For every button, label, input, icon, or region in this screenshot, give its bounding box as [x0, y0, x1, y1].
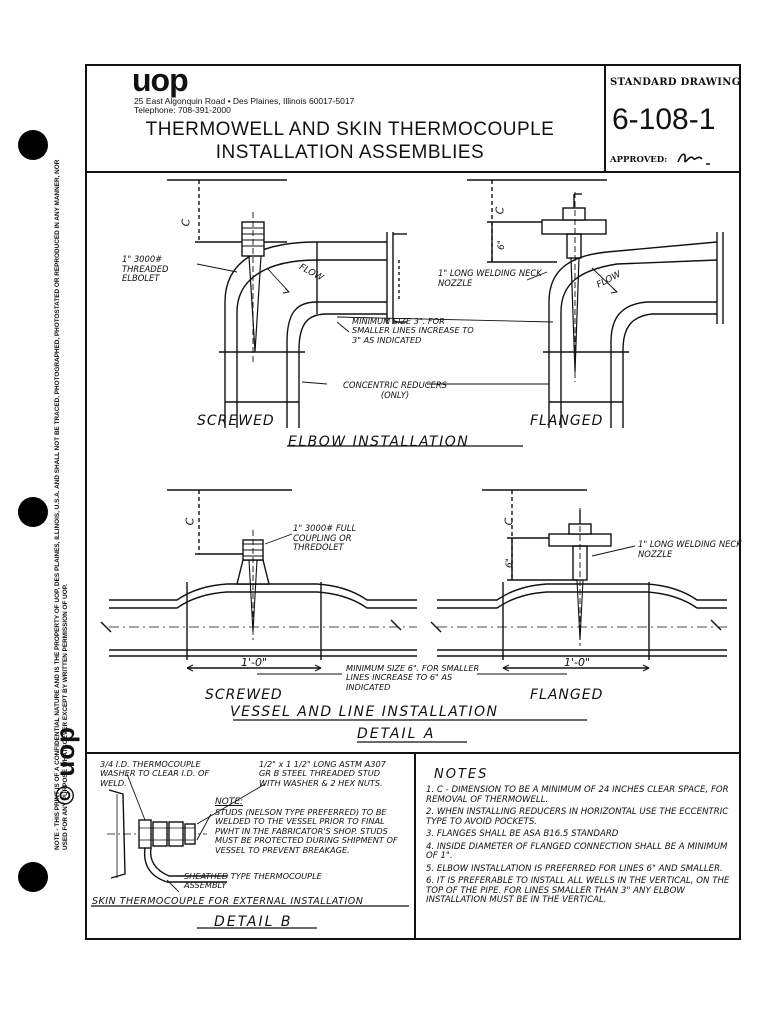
company-telephone: Telephone: 708-391-2000: [134, 105, 231, 115]
vessel-dim-c-left: C: [183, 517, 197, 526]
vessel-section-title: VESSEL AND LINE INSTALLATION: [230, 704, 499, 720]
title-block: [85, 64, 741, 173]
drawing-title-line2: INSTALLATION ASSEMBLIES: [215, 142, 485, 163]
detail-divider-vertical: [414, 752, 416, 940]
note-item: 2. WHEN INSTALLING REDUCERS IN HORIZONTA…: [426, 807, 729, 827]
vessel-label-flanged: FLANGED: [530, 687, 604, 703]
flanged-elbow: [467, 179, 724, 428]
detail-b-note-text: STUDS (NELSON TYPE PREFERRED) TO BE WELD…: [215, 807, 398, 855]
elbow-section-title: ELBOW INSTALLATION: [288, 434, 470, 450]
note-item: 3. FLANGES SHALL BE ASA B16.5 STANDARD: [426, 829, 619, 839]
elbow-label-minimum: MINIMUM SIZE 3". FOR SMALLER LINES INCRE…: [352, 316, 474, 345]
vessel-label-coupling: 1" 3000# FULL COUPLING OR THREDOLET: [293, 523, 357, 553]
drawing-frame: [85, 64, 741, 940]
vessel-label-screwed: SCREWED: [205, 687, 283, 703]
vessel-dim-6-right: 6": [504, 558, 515, 568]
vessel-dim-c-right: C: [502, 517, 516, 526]
flanged-vessel: [430, 489, 727, 672]
side-logo: © uop: [50, 725, 80, 805]
notes-heading: NOTES: [434, 767, 489, 782]
vessel-dim-left: 1'-0": [241, 656, 268, 669]
vessel-label-minimum: MINIMUM SIZE 6". FOR SMALLER LINES INCRE…: [346, 663, 480, 692]
notes-list: 1. C - DIMENSION TO BE A MINIMUM OF 24 I…: [426, 785, 732, 906]
detail-b-label-washer: 3/4 I.D. THERMOCOUPLE WASHER TO CLEAR I.…: [100, 759, 210, 788]
standard-drawing-label: STANDARD DRAWING: [610, 77, 741, 88]
elbow-label-screwed: SCREWED: [197, 413, 275, 429]
note-item: 5. ELBOW INSTALLATION IS PREFERRED FOR L…: [426, 863, 723, 874]
elbow-installation-drawing: [167, 179, 724, 447]
vessel-installation-drawing: [100, 489, 727, 743]
binder-hole-top: [18, 130, 48, 160]
detail-b-drawing: [91, 773, 409, 929]
vessel-label-welding-neck: 1" LONG WELDING NECK NOZZLE: [638, 539, 742, 559]
detail-a-title: DETAIL A: [357, 726, 436, 742]
elbow-dim-c-left: C: [179, 218, 193, 227]
elbow-label-welding-neck: 1" LONG WELDING NECK NOZZLE: [438, 268, 542, 288]
binder-hole-middle: [18, 497, 48, 527]
elbow-label-elbolet: 1" 3000# THREADED ELBOLET: [122, 254, 169, 284]
detail-b-label-stud: 1/2" x 1 1/2" LONG ASTM A307 GR B STEEL …: [259, 759, 386, 788]
screwed-vessel: [100, 489, 417, 672]
elbow-label-reducers: CONCENTRIC REDUCERS (ONLY): [343, 380, 447, 400]
approval-signature: [677, 153, 710, 165]
approved-label: APPROVED:: [610, 155, 668, 165]
elbow-label-flanged: FLANGED: [530, 413, 604, 429]
note-item: 1. C - DIMENSION TO BE A MINIMUM OF 24 I…: [426, 785, 729, 805]
detail-b-label-sheathed: SHEATHED TYPE THERMOCOUPLE ASSEMBLY: [184, 871, 322, 891]
detail-divider-horizontal: [85, 752, 741, 754]
detail-b-note-head: NOTE:: [215, 797, 244, 807]
screwed-elbow: [167, 179, 407, 428]
note-item: 4. INSIDE DIAMETER OF FLANGED CONNECTION…: [426, 841, 728, 861]
elbow-dim-6-right: 6": [496, 240, 507, 250]
title-block-divider: [604, 64, 606, 171]
note-item: 6. IT IS PREFERABLE TO INSTALL ALL WELLS…: [426, 876, 730, 905]
company-logo: uop: [132, 62, 189, 98]
company-address: 25 East Algonquin Road • Des Plaines, Il…: [134, 96, 355, 106]
drawing-number: 6-108-1: [612, 103, 716, 136]
elbow-dim-c-right: C: [493, 206, 507, 215]
binder-hole-bottom: [18, 862, 48, 892]
vessel-dim-right: 1'-0": [564, 656, 591, 669]
detail-b-section-title: SKIN THERMOCOUPLE FOR EXTERNAL INSTALLAT…: [92, 896, 364, 907]
detail-b-title: DETAIL B: [214, 914, 293, 930]
drawing-title-line1: THERMOWELL AND SKIN THERMOCOUPLE: [145, 119, 555, 140]
